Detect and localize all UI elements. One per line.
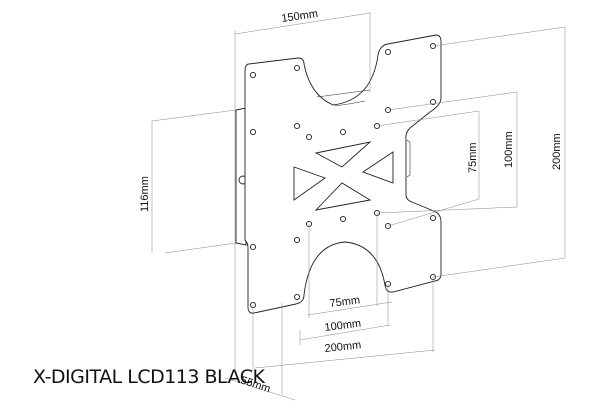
mounting-hole (429, 214, 437, 222)
mounting-hole (293, 293, 301, 301)
dim-width-mid: 100mm (324, 318, 362, 334)
dim-height-outer: 200mm (551, 133, 563, 170)
mounting-hole (293, 236, 301, 244)
mounting-hole (249, 128, 257, 136)
mounting-plate (244, 34, 442, 314)
dim-height-inner: 75mm (467, 142, 479, 173)
dimension-labels: 150mm 200mm 100mm 75mm 116mm 75mm 100mm … (139, 8, 563, 395)
mounting-hole (384, 48, 392, 56)
mounting-hole (339, 215, 347, 223)
mounting-hole (293, 122, 301, 130)
dim-width-outer: 200mm (324, 339, 362, 355)
dim-height-mid: 100mm (503, 131, 515, 168)
mounting-hole (249, 71, 257, 79)
dim-bracket-height: 116mm (139, 176, 151, 212)
dim-width-inner: 75mm (329, 294, 361, 310)
mounting-hole (339, 128, 347, 136)
mounting-hole (293, 64, 301, 72)
dimension-lines (151, 12, 566, 401)
vesa-holes (249, 42, 437, 309)
mounting-hole (305, 133, 313, 141)
product-title: X-DIGITAL LCD113 BLACK (33, 366, 265, 388)
dim-top-width: 150mm (281, 8, 319, 25)
mounting-hole (249, 243, 257, 251)
x-cutouts (293, 139, 411, 211)
